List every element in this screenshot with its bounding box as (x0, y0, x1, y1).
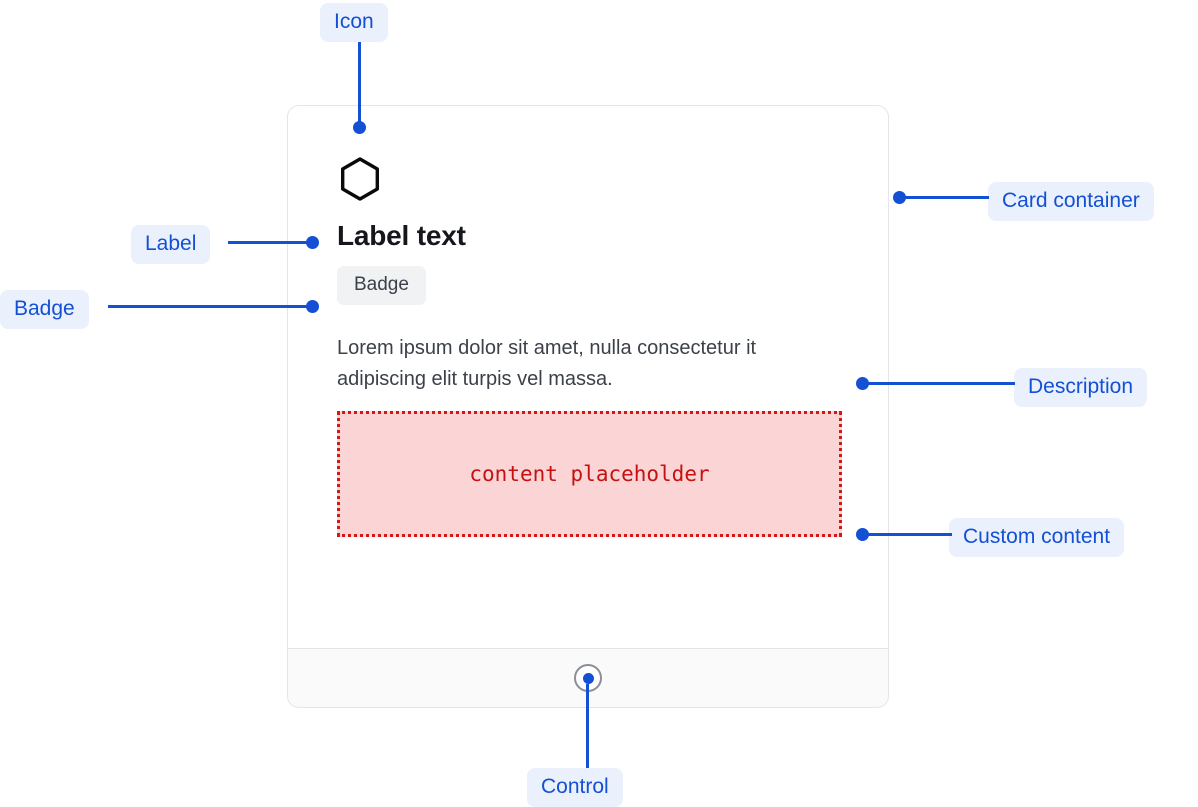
annotation-icon-label: Icon (320, 3, 388, 43)
annotation-label-label: Label (131, 225, 211, 265)
annotation-badge-label: Badge (0, 290, 89, 330)
annotation-label-leader (228, 241, 314, 244)
annotation-card-container-leader (903, 196, 989, 199)
annotation-custom-content-dot (856, 528, 869, 541)
annotation-control-label: Control (527, 768, 623, 807)
annotation-badge-dot (306, 300, 319, 313)
custom-content-slot: content placeholder (337, 411, 842, 538)
card-label: Label text (337, 220, 466, 251)
hexagon-icon (337, 156, 383, 202)
annotation-card-container-dot (893, 191, 906, 204)
annotation-badge-leader (108, 305, 314, 308)
annotation-description-dot (856, 377, 869, 390)
status-badge: Badge (337, 266, 426, 306)
radio-control-dot (582, 672, 594, 684)
annotation-icon-leader (358, 42, 361, 128)
annotation-label-dot (306, 236, 319, 249)
annotation-custom-content-leader (866, 533, 952, 536)
card-container[interactable]: Label text Badge Lorem ipsum dolor sit a… (287, 105, 889, 708)
custom-content-label: content placeholder (469, 462, 710, 487)
annotation-description-leader (866, 382, 1015, 385)
annotation-control-leader (586, 684, 589, 768)
annotation-icon-dot (353, 121, 366, 134)
card-body: Label text Badge Lorem ipsum dolor sit a… (288, 106, 888, 650)
annotation-card-container-label: Card container (988, 182, 1154, 222)
annotation-description-label: Description (1014, 368, 1148, 408)
card-description: Lorem ipsum dolor sit amet, nulla consec… (337, 337, 757, 391)
annotation-custom-content-label: Custom content (949, 518, 1125, 558)
